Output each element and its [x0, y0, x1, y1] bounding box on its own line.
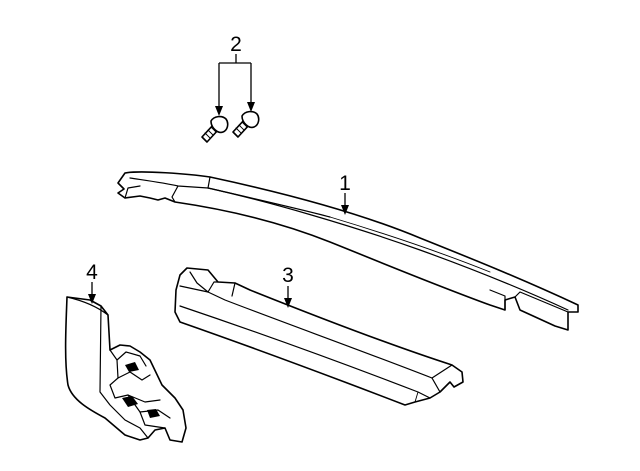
callout-3-label: 3	[282, 264, 294, 287]
part-2-screws: 2	[201, 33, 260, 143]
callout-3-leader	[284, 286, 292, 308]
part-4-bracket: 4	[64, 261, 187, 443]
screw-right	[232, 110, 260, 138]
callout-1-label: 1	[339, 172, 351, 195]
screw-left	[201, 115, 229, 143]
callout-4-leader	[88, 282, 96, 304]
part-1-bar: 1	[117, 171, 579, 331]
part-3-block: 3	[174, 264, 464, 406]
callout-2-label: 2	[230, 33, 242, 56]
callout-4-label: 4	[86, 261, 98, 284]
callout-2-leader	[215, 54, 255, 116]
callout-1-leader	[341, 193, 349, 215]
